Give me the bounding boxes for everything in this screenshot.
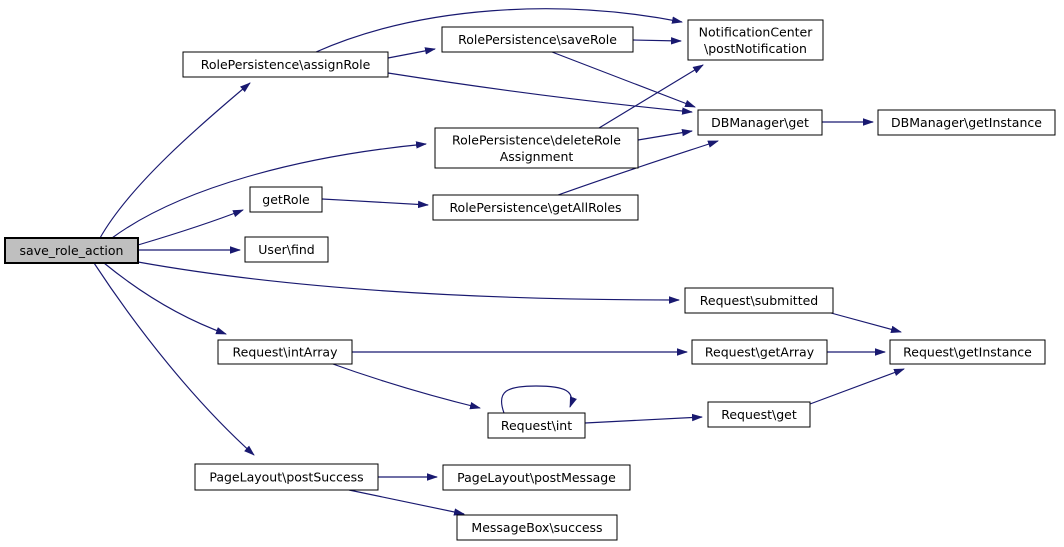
node-req_get_instance[interactable]: Request\getInstance bbox=[889, 339, 1046, 365]
node-label: Request\get bbox=[721, 407, 797, 422]
edge-delete_role_assignment-to-post_notification bbox=[598, 64, 704, 129]
node-assign_role[interactable]: RolePersistence\assignRole bbox=[182, 51, 389, 78]
edge-save_role_action-to-assign_role bbox=[99, 82, 251, 239]
node-label: RolePersistence\getAllRoles bbox=[449, 200, 621, 215]
node-save_role[interactable]: RolePersistence\saveRole bbox=[441, 26, 634, 53]
node-label: save_role_action bbox=[20, 243, 124, 258]
node-label: Request\submitted bbox=[700, 293, 818, 308]
node-label: MessageBox\success bbox=[471, 520, 602, 535]
node-box[interactable] bbox=[441, 26, 634, 53]
node-db_get_instance[interactable]: DBManager\getInstance bbox=[877, 109, 1056, 136]
node-req_get[interactable]: Request\get bbox=[707, 401, 811, 428]
node-label: Request\intArray bbox=[233, 345, 339, 360]
node-req_int_array[interactable]: Request\intArray bbox=[217, 339, 353, 365]
node-get_role[interactable]: getRole bbox=[249, 186, 323, 213]
node-label: NotificationCenter\postNotification bbox=[699, 25, 814, 57]
edge-save_role_action-to-req_int_array bbox=[103, 262, 227, 335]
edge-save_role_action-to-pl_post_success bbox=[93, 262, 255, 456]
node-label: getRole bbox=[262, 192, 310, 207]
node-box[interactable] bbox=[4, 237, 139, 264]
node-post_notification[interactable]: NotificationCenter\postNotification bbox=[687, 19, 824, 61]
node-req_int[interactable]: Request\int bbox=[487, 412, 586, 439]
node-box[interactable] bbox=[442, 464, 631, 491]
node-label: PageLayout\postSuccess bbox=[209, 470, 363, 485]
node-label: DBManager\getInstance bbox=[891, 115, 1042, 130]
node-box[interactable] bbox=[217, 339, 353, 365]
edge-save_role-to-db_get bbox=[551, 51, 696, 108]
edge-assign_role-to-db_get bbox=[387, 72, 693, 115]
edge-save_role_action-to-req_submitted bbox=[137, 261, 680, 304]
edge-delete_role_assignment-to-db_get bbox=[637, 128, 693, 141]
edge-req_get-to-req_get_instance bbox=[809, 368, 905, 405]
edge-req_submitted-to-req_get_instance bbox=[830, 312, 902, 333]
node-label: DBManager\get bbox=[711, 115, 809, 130]
edge-save_role_action-to-get_role bbox=[137, 209, 244, 246]
node-layer: save_role_action RolePersistence\assignRo… bbox=[4, 19, 1056, 541]
node-save_role_action[interactable]: save_role_action bbox=[4, 237, 139, 264]
node-box[interactable] bbox=[487, 412, 586, 439]
node-box[interactable] bbox=[182, 51, 389, 78]
node-label: Request\getInstance bbox=[903, 345, 1032, 360]
node-label: User\find bbox=[258, 242, 314, 257]
node-box[interactable] bbox=[244, 236, 329, 263]
node-label: RolePersistence\assignRole bbox=[201, 57, 371, 72]
node-box[interactable] bbox=[697, 109, 823, 136]
node-pl_post_message[interactable]: PageLayout\postMessage bbox=[442, 464, 631, 491]
node-box[interactable] bbox=[707, 401, 811, 428]
node-box[interactable] bbox=[889, 339, 1046, 365]
node-req_get_array[interactable]: Request\getArray bbox=[691, 339, 828, 365]
node-user_find[interactable]: User\find bbox=[244, 236, 329, 263]
edge-assign_role-to-save_role bbox=[387, 47, 436, 59]
node-box[interactable] bbox=[194, 463, 379, 491]
node-label: Request\getArray bbox=[705, 345, 815, 360]
edge-save_role-to-post_notification bbox=[632, 37, 682, 45]
node-get_all_roles[interactable]: RolePersistence\getAllRoles bbox=[432, 194, 639, 221]
node-box[interactable] bbox=[434, 127, 639, 169]
node-label: Request\int bbox=[501, 418, 572, 433]
node-db_get[interactable]: DBManager\get bbox=[697, 109, 823, 136]
node-mb_success[interactable]: MessageBox\success bbox=[456, 514, 618, 541]
edge-get_all_roles-to-db_get bbox=[557, 140, 719, 196]
edge-req_int-to-req_get bbox=[584, 413, 703, 424]
edge-get_role-to-get_all_roles bbox=[321, 198, 429, 209]
node-box[interactable] bbox=[432, 194, 639, 221]
node-pl_post_success[interactable]: PageLayout\postSuccess bbox=[194, 463, 379, 491]
node-box[interactable] bbox=[687, 19, 824, 61]
node-box[interactable] bbox=[684, 287, 834, 314]
edge-pl_post_success-to-mb_success bbox=[348, 489, 465, 516]
node-box[interactable] bbox=[877, 109, 1056, 136]
node-box[interactable] bbox=[691, 339, 828, 365]
edge-save_role_action-to-delete_role_assignment bbox=[111, 141, 427, 239]
edge-req_int_array-to-req_int bbox=[329, 362, 481, 410]
edge-layer bbox=[93, 8, 905, 516]
node-box[interactable] bbox=[249, 186, 323, 213]
node-box[interactable] bbox=[456, 514, 618, 541]
node-label: PageLayout\postMessage bbox=[457, 470, 616, 485]
edge-assign_role-to-post_notification bbox=[315, 8, 683, 53]
node-label: RolePersistence\saveRole bbox=[458, 32, 617, 47]
node-req_submitted[interactable]: Request\submitted bbox=[684, 287, 834, 314]
edge-req_int-to-req_int bbox=[500, 385, 577, 414]
